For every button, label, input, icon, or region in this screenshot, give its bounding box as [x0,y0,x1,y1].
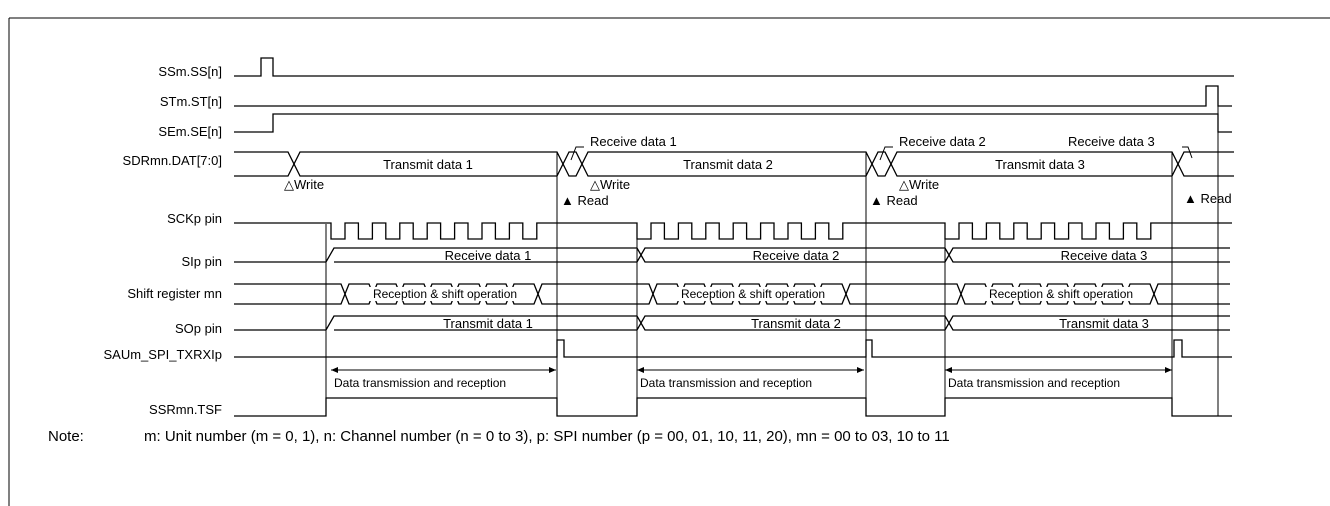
read-marker-1: ▲ Read [561,193,609,208]
period-markers: Data transmission and reception Data tra… [331,367,1172,390]
signal-label-si: SIp pin [182,254,222,269]
write-marker-2: △Write [590,177,630,192]
footnote: Note: m: Unit number (m = 0, 1), n: Chann… [48,428,950,445]
signal-label-se: SEm.SE[n] [158,124,222,139]
footnote-label: Note: [48,428,84,445]
receive-callout-1: Receive data 1 [590,134,677,149]
so-value-1: Transmit data 1 [443,316,533,331]
waveform-sck [234,222,1232,240]
period-label-2: Data transmission and reception [640,376,812,390]
period-label-3: Data transmission and reception [948,376,1120,390]
write-marker-3: △Write [899,177,939,192]
so-value-2: Transmit data 2 [751,316,841,331]
waveform-intr [234,339,1232,358]
si-value-3: Receive data 3 [1061,248,1148,263]
signal-label-intr: SAUm_SPI_TXRXIp [104,347,223,362]
signal-label-st: STm.ST[n] [160,94,222,109]
waveform-tsf [234,397,1232,417]
waveform-shift: Reception & shift operation Reception & … [234,283,1230,305]
read-marker-2: ▲ Read [870,193,918,208]
waveform-so: Transmit data 1 Transmit data 2 Transmit… [234,315,1230,331]
sdr-value-3: Transmit data 3 [995,157,1085,172]
signal-label-tsf: SSRmn.TSF [149,402,222,417]
receive-callout-2: Receive data 2 [899,134,986,149]
signal-label-ss: SSm.SS[n] [158,64,222,79]
waveform-sdr: Transmit data 1 Transmit data 2 Transmit… [234,151,1234,177]
waveform-se [234,113,1232,133]
footnote-text: m: Unit number (m = 0, 1), n: Channel nu… [144,428,950,445]
write-marker-1: △Write [284,177,324,192]
waveform-ss [234,57,1234,77]
signal-label-sck: SCKp pin [167,211,222,226]
receive-callout-3: Receive data 3 [1068,134,1155,149]
so-value-3: Transmit data 3 [1059,316,1149,331]
shift-value-1: Reception & shift operation [373,287,517,301]
signal-label-so: SOp pin [175,321,222,336]
receive-callouts: Receive data 1 Receive data 2 Receive da… [570,134,1193,161]
shift-value-3: Reception & shift operation [989,287,1133,301]
signal-label-sdr: SDRmn.DAT[7:0] [123,153,222,168]
si-value-2: Receive data 2 [753,248,840,263]
sdr-value-2: Transmit data 2 [683,157,773,172]
period-label-1: Data transmission and reception [334,376,506,390]
shift-value-2: Reception & shift operation [681,287,825,301]
timing-guides [325,106,1219,416]
waveform-si: Receive data 1 Receive data 2 Receive da… [234,247,1230,263]
waveform-st [234,85,1232,107]
si-value-1: Receive data 1 [445,248,532,263]
signal-labels: SSm.SS[n] STm.ST[n] SEm.SE[n] SDRmn.DAT[… [104,64,223,417]
sdr-value-1: Transmit data 1 [383,157,473,172]
read-marker-3: ▲ Read [1184,191,1232,206]
signal-label-shift: Shift register mn [127,286,222,301]
